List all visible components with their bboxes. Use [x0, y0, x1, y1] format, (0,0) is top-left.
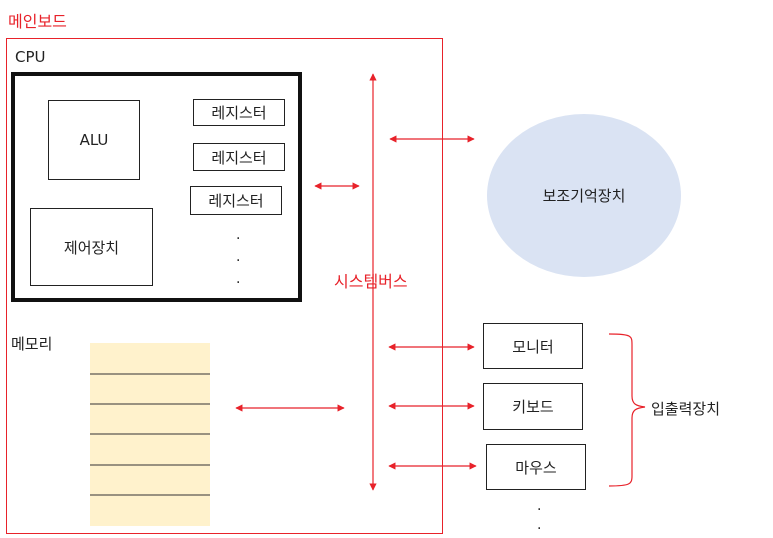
register-label: 레지스터	[211, 104, 267, 122]
mouse-label: 마우스	[515, 458, 557, 477]
register-box: 레지스터	[190, 186, 282, 215]
cpu-frame	[11, 72, 302, 302]
register-box: 레지스터	[193, 99, 285, 126]
mainboard-frame	[6, 38, 443, 534]
cpu-label: CPU	[15, 48, 46, 66]
register-ellipsis-dot: .	[236, 249, 241, 265]
io-bracket	[608, 333, 646, 487]
io-ellipsis-dot: .	[537, 517, 542, 533]
memory-label: 메모리	[11, 335, 53, 353]
secondary-storage-ellipse: 보조기억장치	[487, 114, 681, 277]
register-box: 레지스터	[193, 143, 285, 171]
io-ellipsis-dot: .	[537, 498, 542, 514]
control-unit-label: 제어장치	[63, 238, 120, 257]
io-group-label: 입출력장치	[651, 400, 721, 418]
alu-box: ALU	[48, 100, 140, 180]
monitor-box: 모니터	[483, 323, 583, 369]
alu-label: ALU	[79, 131, 109, 149]
keyboard-label: 키보드	[512, 398, 554, 416]
register-label: 레지스터	[211, 148, 267, 167]
monitor-label: 모니터	[512, 337, 554, 356]
register-ellipsis-dot: .	[236, 271, 241, 287]
register-label: 레지스터	[208, 192, 264, 210]
control-unit-box: 제어장치	[30, 208, 153, 286]
memory-row-lines	[90, 373, 210, 496]
keyboard-box: 키보드	[483, 383, 583, 430]
register-ellipsis-dot: .	[236, 227, 241, 243]
secondary-storage-label: 보조기억장치	[542, 187, 626, 205]
mainboard-label: 메인보드	[8, 12, 67, 31]
mouse-box: 마우스	[486, 444, 586, 490]
